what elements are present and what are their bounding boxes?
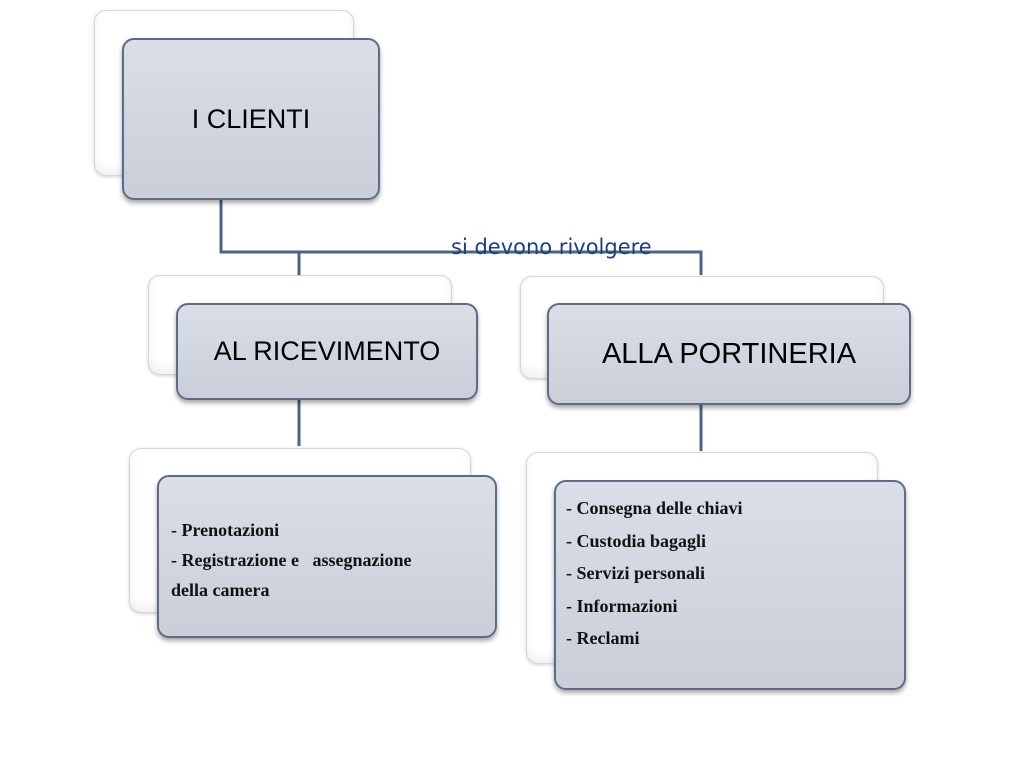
detail-node-portineria: - Consegna delle chiavi - Custodia bagag… <box>554 480 906 690</box>
list-item: - Custodia bagagli <box>566 530 707 551</box>
list-item: - Reclami <box>566 628 640 648</box>
list-item: - Consegna delle chiavi <box>566 498 743 518</box>
list-item: - Informazioni <box>566 595 678 616</box>
detail-node-ricevimento: - Prenotazioni - Registrazione e assegna… <box>157 475 497 638</box>
branch-label-ricevimento: AL RICEVIMENTO <box>213 336 441 366</box>
root-node: I CLIENTI <box>122 38 380 200</box>
root-connector <box>219 200 703 275</box>
list-item: - Prenotazioni <box>171 520 280 540</box>
connector-caption: si devono rivolgere <box>451 235 652 259</box>
list-item: - Servizi personali <box>566 563 705 583</box>
branch-node-ricevimento: AL RICEVIMENTO <box>176 303 478 400</box>
list-item: della camera <box>171 580 270 600</box>
ricevimento-task-list: - Prenotazioni - Registrazione e assegna… <box>171 515 411 605</box>
root-node-label: I CLIENTI <box>191 103 311 134</box>
list-item: - Registrazione e assegnazione <box>171 550 412 570</box>
portineria-task-list: - Consegna delle chiavi - Custodia bagag… <box>566 492 743 655</box>
branch-label-portineria: ALLA PORTINERIA <box>601 337 857 370</box>
branch-node-portineria: ALLA PORTINERIA <box>547 303 911 405</box>
